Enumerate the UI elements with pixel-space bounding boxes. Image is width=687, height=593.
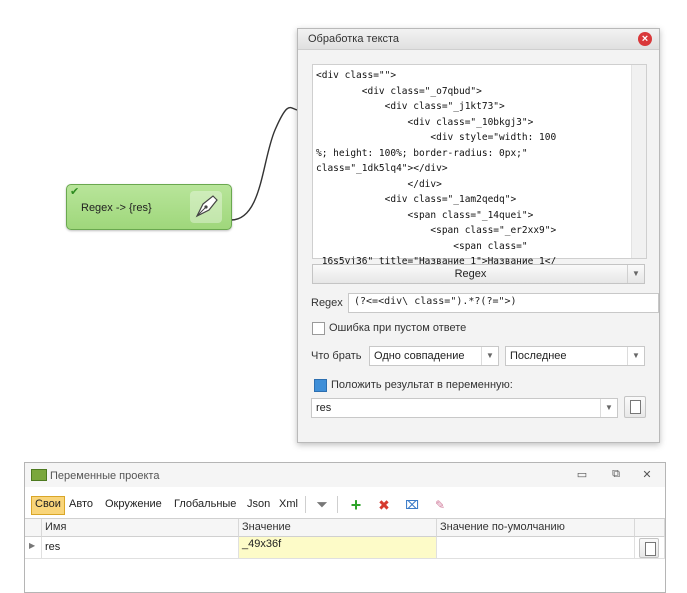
- pen-nib-icon: [190, 191, 222, 223]
- match-count-select[interactable]: Одно совпадение ▼: [369, 346, 499, 366]
- chevron-down-icon[interactable]: ▼: [627, 347, 644, 365]
- table-row-default[interactable]: [437, 537, 635, 559]
- add-icon[interactable]: +: [350, 495, 362, 515]
- close-icon[interactable]: ✕: [642, 469, 652, 481]
- toolbar-divider: [337, 496, 338, 513]
- toolbar-divider: [305, 496, 306, 513]
- mode-select-value: Regex: [454, 268, 487, 280]
- maximize-icon[interactable]: ⧉: [612, 468, 620, 480]
- tab-environment[interactable]: Окружение: [105, 498, 162, 510]
- regex-label: Regex: [311, 297, 343, 309]
- delete-icon[interactable]: ✖: [378, 497, 390, 513]
- row-indicator[interactable]: ▶: [25, 537, 42, 559]
- node-label: Regex -> {res}: [81, 202, 152, 214]
- copy-icon: [627, 398, 641, 414]
- project-variables-window: Переменные проекта ▭ ⧉ ✕ Свои Авто Окруж…: [24, 462, 666, 593]
- match-position-select[interactable]: Последнее ▼: [505, 346, 645, 366]
- input-text: <div class=""> <div class="_o7qbud"> <di…: [316, 70, 557, 267]
- tab-own[interactable]: Свои: [31, 496, 65, 515]
- regex-node[interactable]: ✔ Regex -> {res}: [66, 184, 232, 230]
- copy-icon: [642, 540, 656, 556]
- input-text-area[interactable]: <div class=""> <div class="_o7qbud"> <di…: [312, 64, 647, 267]
- variable-select-value: res: [316, 402, 332, 414]
- text-scrollbar[interactable]: [631, 65, 646, 258]
- regex-input[interactable]: (?<=<div\ class=").*?(?=">): [348, 293, 659, 313]
- chevron-down-icon[interactable]: ▼: [600, 399, 617, 417]
- column-header-name[interactable]: Имя: [42, 519, 239, 537]
- empty-error-label: Ошибка при пустом ответе: [329, 322, 467, 334]
- tab-auto[interactable]: Авто: [69, 498, 93, 510]
- close-icon[interactable]: ×: [638, 32, 652, 46]
- panel-titlebar: Обработка текста ×: [298, 29, 659, 50]
- match-count-value: Одно совпадение: [374, 350, 465, 362]
- save-to-var-label: Положить результат в переменную:: [331, 379, 513, 391]
- column-header-actions: [635, 519, 665, 537]
- save-to-var-checkbox[interactable]: [314, 379, 327, 392]
- chevron-down-icon[interactable]: ▼: [481, 347, 498, 365]
- panel-title: Обработка текста: [308, 33, 400, 45]
- eraser-icon[interactable]: ✎: [434, 498, 446, 512]
- empty-error-checkbox[interactable]: [312, 322, 325, 335]
- table-row-actions: [635, 537, 665, 559]
- regex-input-value: (?<=<div\ class=").*?(?=">): [354, 296, 517, 307]
- match-position-value: Последнее: [510, 350, 567, 362]
- check-icon: ✔: [70, 186, 80, 198]
- vars-toolbar: Свои Авто Окружение Глобальные Json Xml …: [25, 491, 665, 517]
- filter-icon[interactable]: ⏷: [316, 497, 328, 512]
- column-header-value[interactable]: Значение: [239, 519, 437, 537]
- minimize-icon[interactable]: ▭: [576, 469, 588, 481]
- chevron-right-icon: ▶: [29, 541, 36, 550]
- vars-title: Переменные проекта: [50, 470, 160, 482]
- what-take-label: Что брать: [311, 350, 362, 362]
- table-row-name[interactable]: res: [42, 537, 239, 559]
- column-header-default[interactable]: Значение по-умолчанию: [437, 519, 635, 537]
- text-processing-panel: Обработка текста × <div class=""> <div c…: [297, 28, 660, 443]
- chevron-down-icon[interactable]: ▼: [627, 265, 644, 283]
- row-indicator-header: [25, 519, 42, 537]
- variables-table: Имя Значение Значение по-умолчанию ▶ res…: [25, 518, 665, 592]
- tab-global[interactable]: Глобальные: [174, 498, 237, 510]
- variable-select[interactable]: res ▼: [311, 398, 618, 418]
- tab-json[interactable]: Json: [247, 498, 271, 510]
- rename-icon[interactable]: ⌧: [405, 498, 419, 512]
- vars-titlebar: Переменные проекта ▭ ⧉ ✕: [25, 463, 665, 487]
- window-icon: [31, 469, 47, 481]
- copy-button[interactable]: [624, 396, 646, 418]
- tab-xml[interactable]: Xml: [279, 498, 298, 510]
- row-copy-button[interactable]: [639, 538, 659, 558]
- mode-select[interactable]: Regex ▼: [312, 264, 645, 284]
- table-row-value[interactable]: _49x36f: [239, 537, 437, 559]
